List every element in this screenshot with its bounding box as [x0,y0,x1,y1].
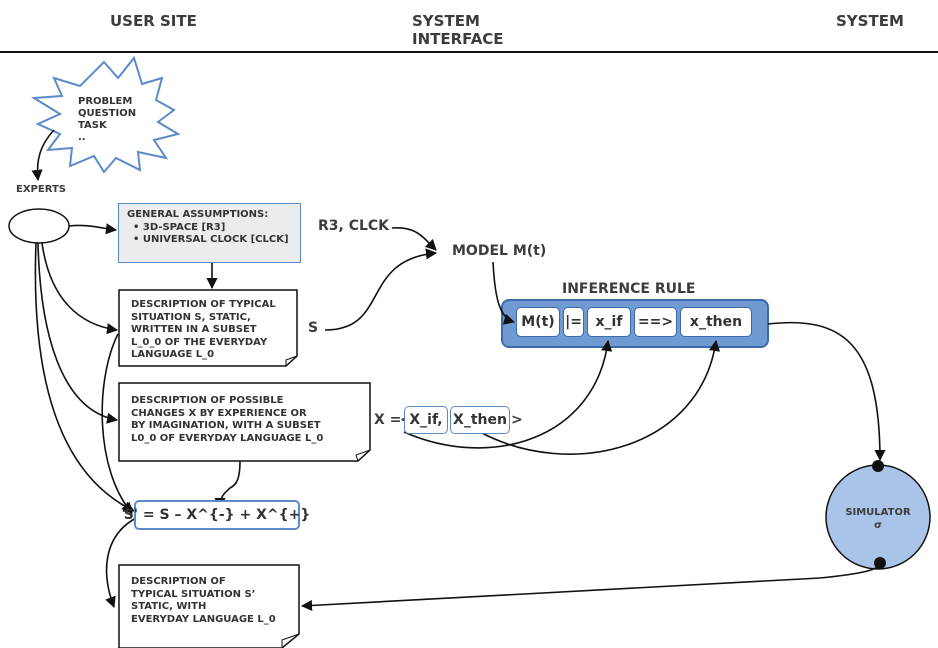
typical-situation-text: DESCRIPTION OF TYPICAL SITUATION S, STAT… [131,299,276,362]
r3-clck-label: R3, CLCK [318,218,390,234]
simulator-name: SIMULATOR [845,507,911,518]
s-prime-formula-box: S' = S – X^{-} + X^{+} [124,500,310,530]
star-line: TASK [78,120,107,131]
situation-line: LANGUAGE L_0 [131,349,215,360]
header-system-interface-line1: SYSTEM [412,12,480,30]
final-description-text: DESCRIPTION OF TYPICAL SITUATION S’ STAT… [131,576,276,626]
simulator-sigma: σ [874,520,882,531]
assumptions-list: 3D-SPACE [R3] UNIVERSAL CLOCK [CLCK] [127,222,292,247]
arrow-experts-to-situation [41,242,119,335]
arrow-r3clck-to-model [391,226,437,251]
inference-cell-x-if: x_if [587,307,631,337]
star-line: QUESTION [78,108,137,119]
arrow-star-to-experts [31,129,55,182]
general-assumptions-box: GENERAL ASSUMPTIONS: 3D-SPACE [R3] UNIVE… [118,203,301,263]
changes-line: BY IMAGINATION, WITH A SUBSET [131,420,321,431]
x-right-bracket: > [511,412,523,428]
final-line: STATIC, WITH [131,601,207,612]
final-line: TYPICAL SITUATION S’ [131,588,256,600]
assumption-item: UNIVERSAL CLOCK [CLCK] [133,234,292,247]
inference-cell-implies: ==> [634,307,677,337]
x-if-box: X_if, [404,406,448,434]
arrow-sprime-to-final [105,517,137,609]
experts-label: EXPERTS [16,184,66,195]
star-line: PROBLEM [78,96,133,107]
possible-changes-text: DESCRIPTION OF POSSIBLE CHANGES X BY EXP… [131,395,323,445]
arrow-model-to-inference [492,261,516,325]
assumption-item: 3D-SPACE [R3] [133,222,292,235]
experts-ellipse [8,208,70,244]
arrow-inference-to-simulator [767,321,886,462]
situation-line: L_0_0 OF THE EVERYDAY [131,336,268,348]
header-user-site: USER SITE [110,12,197,30]
arrow-xif-to-inference [403,339,613,449]
arrow-changes-to-sprime [214,460,241,510]
arrow-s-to-model [324,248,438,331]
arrow-experts-to-assumptions [68,223,118,235]
situation-line: DESCRIPTION OF TYPICAL [131,299,276,310]
model-label: MODEL M(t) [452,243,547,259]
situation-line: SITUATION S, STATIC, [131,311,251,323]
x-equals-label: X = [374,412,402,428]
inference-cell-model: M(t) [516,307,560,337]
inference-cell-entails: |= [563,307,584,337]
arrow-experts-to-sprime [34,242,136,512]
inference-rule-title: INFERENCE RULE [562,281,696,297]
final-line: DESCRIPTION OF [131,576,226,587]
final-line: EVERYDAY LANGUAGE L_0 [131,613,276,625]
possible-changes-box [118,382,371,462]
simulator-top-port [872,460,884,472]
x-then-box: X_then [450,406,510,434]
header-system-interface: SYSTEM INTERFACE [412,12,504,48]
changes-line: DESCRIPTION OF POSSIBLE [131,395,284,406]
situation-line: WRITTEN IN A SUBSET [131,324,257,335]
s-label: S [308,320,319,336]
typical-situation-box [118,289,298,367]
arrow-situation-to-sprime [101,333,133,514]
simulator-label: SIMULATOR σ [826,506,930,532]
changes-line: CHANGES X BY EXPERIENCE OR [131,407,307,419]
problem-star-text: PROBLEM QUESTION TASK .. [78,96,136,144]
arrow-simulator-to-final [300,562,881,612]
header-system-interface-line2: INTERFACE [412,30,504,48]
arrow-xthen-to-inference [479,339,721,455]
final-description-box [118,564,300,648]
problem-starburst [30,55,181,174]
arrow-experts-to-changes [37,242,119,424]
star-line: .. [78,132,86,143]
header-system: SYSTEM [836,12,904,30]
inference-cell-x-then: x_then [680,307,752,337]
assumptions-title: GENERAL ASSUMPTIONS: [127,209,269,220]
changes-line: L0_0 OF EVERYDAY LANGUAGE L_0 [131,432,324,444]
